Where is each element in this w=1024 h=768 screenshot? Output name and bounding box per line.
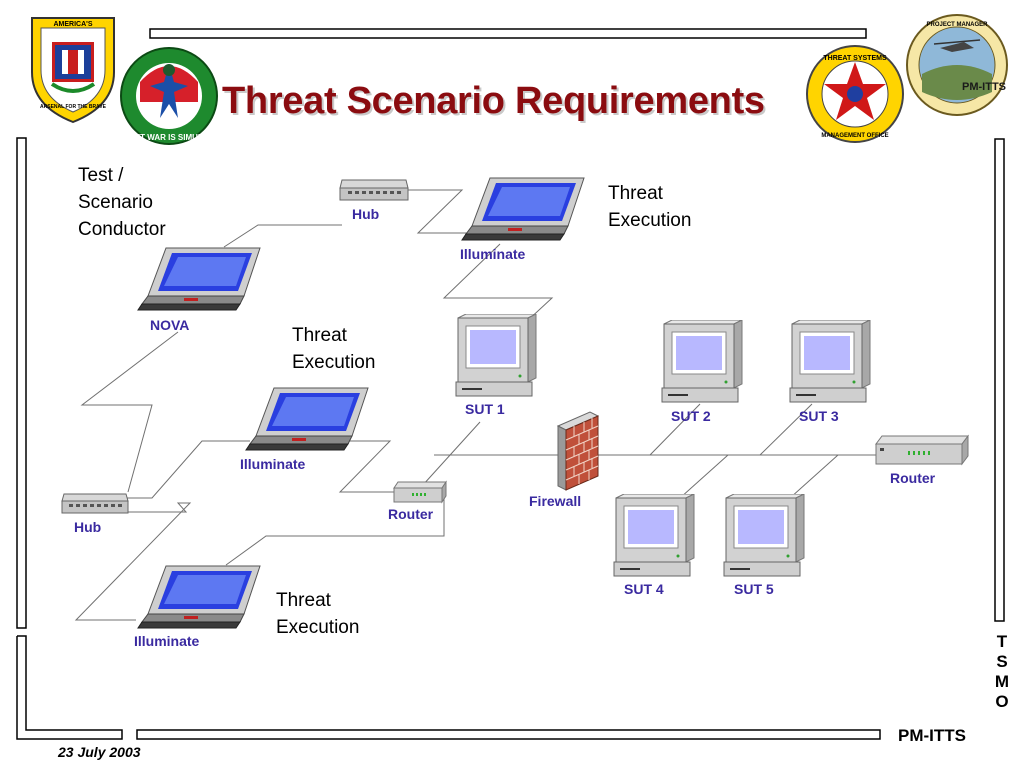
threat-execution-note-bottom: Threat Execution xyxy=(276,590,360,638)
simulation-logo-text: ALL BUT WAR IS SIMULATION xyxy=(118,133,220,142)
link-backbone-to-sut2 xyxy=(649,403,701,456)
arsenal-logo-bottom-text: ARSENAL FOR THE BRAVE xyxy=(40,104,107,110)
pm-itts-logo-text: PM-ITTS xyxy=(962,81,1006,93)
link-nova-to-hub-left xyxy=(80,331,179,493)
arsenal-logo: AMERICA'S ARSENAL FOR THE BRAVE xyxy=(31,17,115,124)
hub-left-label: Hub xyxy=(74,519,102,535)
link-hub-to-nova xyxy=(223,224,342,248)
sut1-label: SUT 1 xyxy=(465,401,505,417)
sut3-label: SUT 3 xyxy=(799,408,839,424)
sut3-computer-icon xyxy=(789,320,871,403)
hub-top-label: Hub xyxy=(352,206,380,222)
hub-top-icon xyxy=(339,179,409,201)
sut4-computer-icon xyxy=(613,494,695,577)
firewall-icon xyxy=(556,411,600,491)
sut2-label: SUT 2 xyxy=(671,408,711,424)
router-center-icon xyxy=(393,480,447,504)
link-backbone-to-sut3 xyxy=(759,403,813,456)
illuminate-bottom-laptop-icon xyxy=(137,565,261,629)
tsmo-letter: T xyxy=(996,632,1008,651)
illuminate-bottom-label: Illuminate xyxy=(134,633,200,649)
link-router-to-illuminate-bottom xyxy=(225,498,445,566)
illuminate-top-label: Illuminate xyxy=(460,246,526,262)
link-hub-to-illuminate-top xyxy=(406,189,470,234)
link-hub-left-to-illuminate-mid xyxy=(126,440,250,499)
link-backbone-to-sut4 xyxy=(679,454,729,499)
test-scenario-conductor-note: Test / Scenario Conductor xyxy=(78,165,166,240)
router-center-label: Router xyxy=(388,506,434,522)
sut5-computer-icon xyxy=(723,494,805,577)
sut1-computer-icon xyxy=(455,314,537,397)
sut2-computer-icon xyxy=(661,320,743,403)
pm-itts-logo-top-text: PROJECT MANAGER xyxy=(926,22,988,28)
tsmo-seal-top-text: THREAT SYSTEMS xyxy=(823,55,887,62)
link-hub-left-to-illuminate-bottom xyxy=(74,502,192,621)
link-backbone-to-sut5 xyxy=(789,454,839,499)
illuminate-top-laptop-icon xyxy=(461,177,585,241)
tsmo-seal-logo: THREAT SYSTEMS MANAGEMENT OFFICE xyxy=(806,45,904,143)
tsmo-vertical-label: T S M O xyxy=(994,632,1010,712)
nova-label: NOVA xyxy=(150,317,190,333)
arsenal-logo-top-text: AMERICA'S xyxy=(54,21,93,28)
page-title: Threat Scenario Requirements xyxy=(222,80,765,122)
tsmo-letter: M xyxy=(994,672,1010,691)
nova-laptop-icon xyxy=(137,247,261,311)
link-router-to-sut1 xyxy=(421,421,481,487)
link-illuminate-mid-to-router xyxy=(326,440,396,493)
sut4-label: SUT 4 xyxy=(624,581,664,597)
illuminate-mid-label: Illuminate xyxy=(240,456,306,472)
threat-execution-note-mid: Threat Execution xyxy=(292,325,376,373)
router-right-label: Router xyxy=(890,470,936,486)
router-right-icon xyxy=(875,434,969,466)
footer-org: PM-ITTS xyxy=(898,726,966,745)
threat-execution-note-top: Threat Execution xyxy=(608,183,692,231)
firewall-label: Firewall xyxy=(529,493,582,509)
tsmo-letter: O xyxy=(995,692,1009,711)
hub-left-icon xyxy=(61,493,129,514)
illuminate-mid-laptop-icon xyxy=(245,387,369,451)
sut5-label: SUT 5 xyxy=(734,581,774,597)
tsmo-seal-bottom-text: MANAGEMENT OFFICE xyxy=(821,133,888,139)
simulation-logo: ALL BUT WAR IS SIMULATION xyxy=(118,47,220,145)
pm-itts-logo: PM-ITTS PROJECT MANAGER xyxy=(906,14,1008,116)
footer-date: 23 July 2003 xyxy=(58,744,141,760)
tsmo-letter: S xyxy=(996,652,1008,671)
